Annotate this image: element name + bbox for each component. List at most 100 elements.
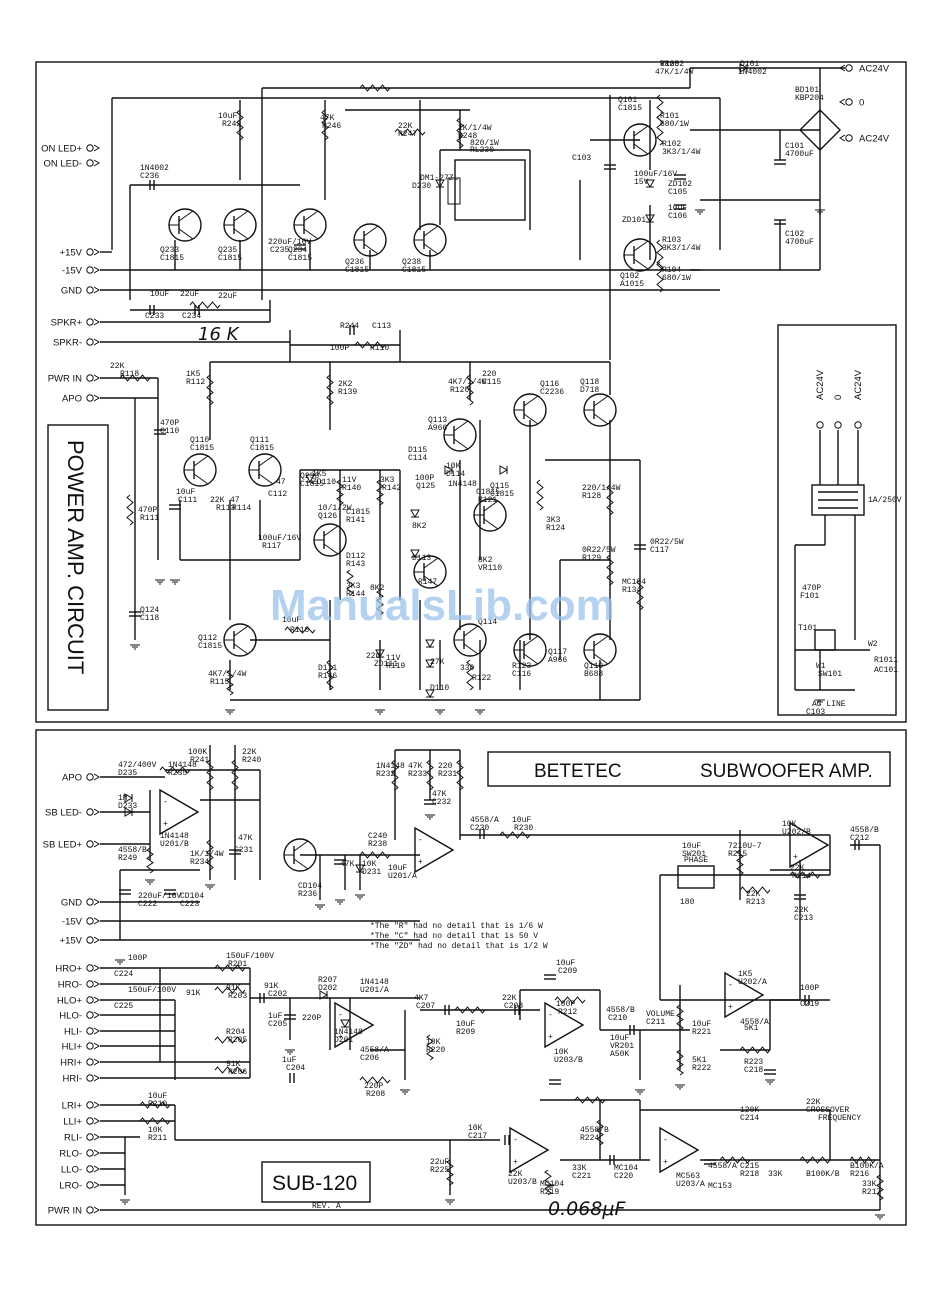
component-label: R208 <box>366 1090 385 1099</box>
component-label: 22K <box>794 906 809 915</box>
connector-label: GND <box>61 898 82 909</box>
transistor-icon <box>483 500 499 512</box>
connector-terminal-icon <box>86 840 94 848</box>
connector-label: HLI+ <box>62 1042 83 1053</box>
handwritten-cap-note: 0.068μF <box>548 1198 626 1220</box>
component-label: AC LINE <box>812 700 846 709</box>
connector-terminal-icon <box>86 1101 94 1109</box>
resistor-icon <box>596 1119 604 1146</box>
component-label: R102 <box>662 140 681 149</box>
component-label: R231 <box>438 770 457 779</box>
component-label: CD104 <box>180 892 204 901</box>
component-label: 22K <box>398 122 413 131</box>
connector-terminal-icon <box>816 421 824 429</box>
opamp-pin-sign: + <box>418 858 423 867</box>
resistor-icon <box>359 851 391 859</box>
component-label: C112 <box>268 490 287 499</box>
opamp-icon <box>414 826 455 874</box>
transistor-ref-label: Q119 <box>584 662 603 671</box>
connector-arrow-icon <box>93 773 100 781</box>
resistor-icon <box>159 766 191 774</box>
component-label: 100uF/16V <box>258 534 301 543</box>
component-label: R143 <box>346 560 365 569</box>
bridge-rectifier-icon <box>799 109 841 151</box>
resistor-icon <box>454 1006 486 1014</box>
component-label: 1N4148 <box>160 832 189 841</box>
connector-label: SB LED+ <box>43 840 83 851</box>
resistor-icon <box>574 1096 606 1104</box>
connector-terminal-icon <box>86 1074 94 1082</box>
diode-icon <box>319 990 329 1000</box>
component-label: CD104 <box>298 882 322 891</box>
transistor-ref-label: Q112 <box>198 634 217 643</box>
connector-terminal-icon <box>845 98 853 106</box>
connector-terminal-icon <box>86 964 94 972</box>
component-label: R103 <box>662 236 681 245</box>
resistor-icon <box>554 996 586 1004</box>
connector-label: +15V <box>60 248 83 259</box>
component-label: D201 <box>334 1036 353 1045</box>
component-label: R225 <box>430 1166 449 1175</box>
component-label: 680/1W <box>662 274 691 283</box>
resistor-icon <box>391 759 399 791</box>
component-label: R1011 <box>874 656 898 665</box>
transistor-icon <box>178 210 194 222</box>
diode-icon <box>124 807 134 817</box>
component-label: R205 <box>228 1036 247 1045</box>
component-label: 220 <box>482 370 497 379</box>
model-text: SUB-120 <box>272 1172 357 1195</box>
component-label: B100K/A <box>850 1162 884 1171</box>
relay-coil-icon <box>447 177 461 205</box>
component-label: ZD110 <box>312 478 336 487</box>
component-label: 220 <box>366 652 381 661</box>
component-label: VR201 <box>610 1042 634 1051</box>
component-label: MC563 <box>676 1172 700 1181</box>
resistor-icon <box>336 479 344 506</box>
resistor-icon <box>446 1159 454 1186</box>
component-label: PHASE <box>684 856 708 865</box>
connector-arrow-icon <box>93 898 100 906</box>
note-2: *The "C" had no detail that is 50 V <box>370 932 538 941</box>
power-amp-wiring <box>100 330 641 701</box>
component-label: 4558/A <box>470 816 499 825</box>
diode-icon <box>355 864 365 874</box>
transistor-part-label: C1815 <box>300 480 324 489</box>
resistor-icon <box>206 759 214 791</box>
ac-input-frame <box>777 324 897 716</box>
component-label: C231 <box>234 846 253 855</box>
component-label: 220uF/16V <box>138 892 181 901</box>
component-label: C221 <box>572 1172 591 1181</box>
transistor-ref-label: Q117 <box>548 648 567 657</box>
component-label: D202 <box>318 984 337 993</box>
component-label: R215 <box>728 850 747 859</box>
connector-label: AC24V <box>815 369 826 400</box>
diode-icon <box>124 793 134 803</box>
transistor-icon <box>453 438 469 450</box>
component-label: 10uF <box>512 816 531 825</box>
component-label: C219 <box>800 1000 819 1009</box>
component-label: 3K3 <box>380 476 395 485</box>
connector-terminal-icon <box>86 1181 94 1189</box>
power-title-text: POWER AMP. CIRCUIT <box>63 440 88 674</box>
component-label: 8K2 <box>412 522 427 531</box>
component-label: 1N4148 <box>168 761 197 770</box>
transistor-ref-label: Q101 <box>618 96 637 105</box>
component-label: D112 <box>346 552 365 561</box>
component-label: C223 <box>180 900 199 909</box>
connector-terminal-icon <box>86 318 94 326</box>
component-label: C234 <box>182 312 201 321</box>
component-label: 4558/A <box>740 1018 769 1027</box>
transistor-icon <box>593 413 609 425</box>
resistor-icon <box>736 849 744 876</box>
component-label: R209 <box>456 1028 475 1037</box>
component-label: D114 <box>446 470 465 479</box>
component-label: 100P <box>330 344 349 353</box>
component-label: C102 <box>785 230 804 239</box>
component-label: W2 <box>868 640 878 649</box>
component-label: R242 <box>222 120 241 129</box>
component-label: D101 <box>740 60 759 69</box>
component-label: 4558/A <box>360 1046 389 1055</box>
resistor-icon <box>676 1004 684 1031</box>
phase-switch-icon <box>677 865 715 889</box>
component-label: 4K7 <box>414 994 429 1003</box>
